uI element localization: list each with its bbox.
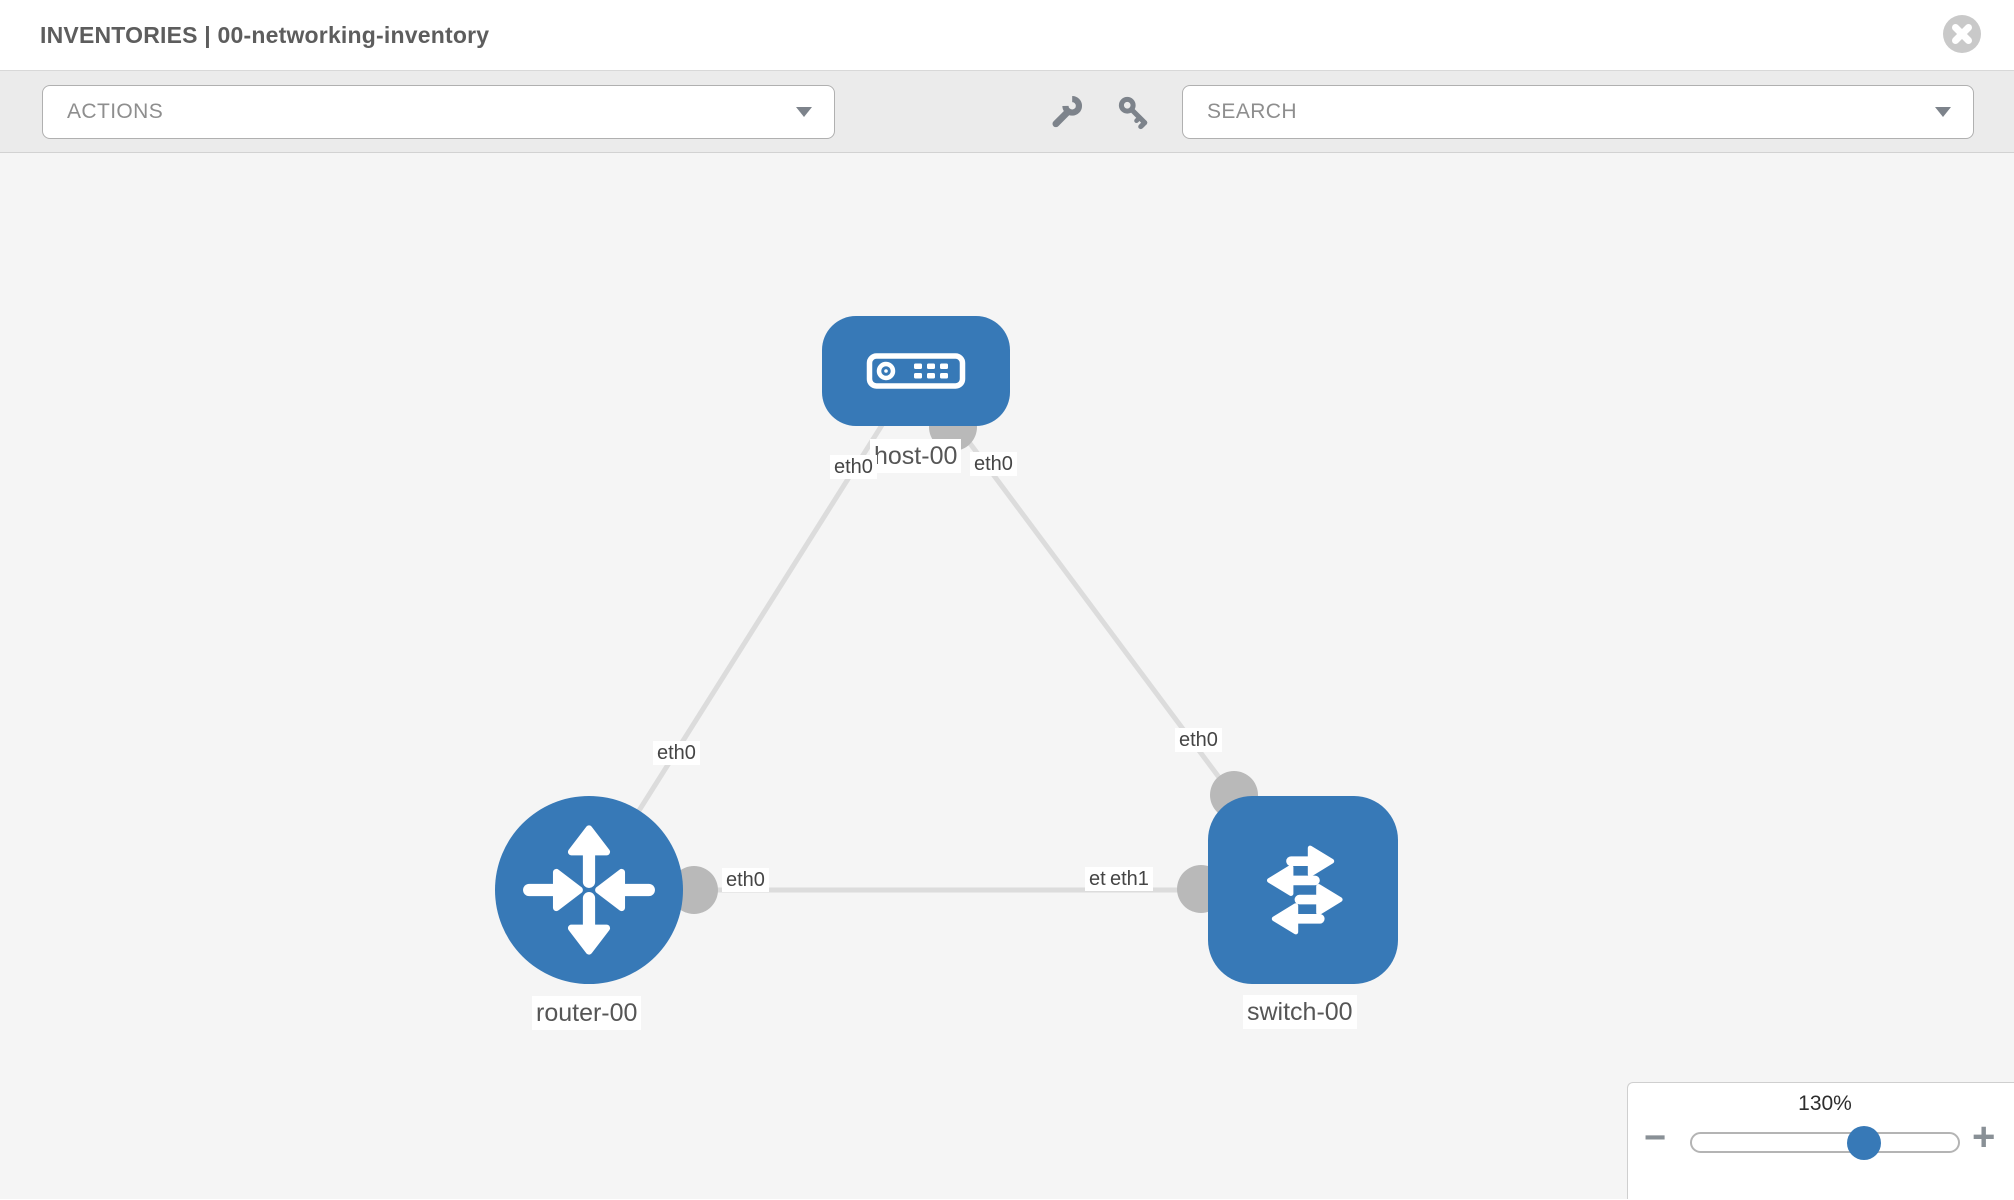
key-icon	[1118, 96, 1148, 130]
interface-label-mid-eth1: eth1	[1106, 867, 1153, 891]
chevron-down-icon	[796, 107, 812, 117]
page-header: INVENTORIES | 00-networking-inventory	[0, 0, 2014, 71]
interface-label-switch-link-eth0: eth0	[1175, 728, 1222, 752]
search-dropdown[interactable]: SEARCH	[1182, 85, 1974, 139]
zoom-slider-handle[interactable]	[1847, 1126, 1881, 1160]
zoom-control-panel: 130% − +	[1627, 1082, 2014, 1199]
key-tool-button[interactable]	[1116, 94, 1152, 130]
zoom-slider[interactable]	[1690, 1132, 1960, 1153]
interface-label-mid-eth0: eth0	[722, 868, 769, 892]
node-label-switch-00[interactable]: switch-00	[1243, 995, 1357, 1029]
node-label-host-00[interactable]: host-00	[870, 439, 962, 473]
zoom-out-button[interactable]: −	[1644, 1117, 1667, 1159]
topology-canvas[interactable]: host-00 router-00 switch-00 eth0 eth0 et…	[0, 153, 2014, 1199]
search-dropdown-label: SEARCH	[1207, 100, 1297, 123]
wrench-icon	[1052, 95, 1083, 128]
node-label-router-00[interactable]: router-00	[532, 996, 642, 1030]
interface-label-router-link-eth0: eth0	[653, 741, 700, 765]
chevron-down-icon	[1935, 107, 1951, 117]
server-icon	[866, 353, 966, 389]
node-router-00[interactable]	[495, 796, 683, 984]
toolbar: ACTIONS SEARCH	[0, 71, 2014, 153]
close-icon	[1943, 15, 1981, 53]
topology-links	[586, 369, 1306, 893]
actions-dropdown[interactable]: ACTIONS	[42, 85, 835, 139]
zoom-level-label: 130%	[1798, 1092, 1852, 1115]
interface-label-host-eth0-right: eth0	[970, 452, 1017, 476]
interface-label-host-eth0-left: eth0	[830, 455, 877, 479]
router-arrows-icon	[523, 825, 655, 955]
switch-arrows-icon	[1267, 845, 1343, 935]
close-button[interactable]	[1943, 15, 1981, 53]
actions-dropdown-label: ACTIONS	[67, 100, 164, 123]
node-switch-00[interactable]	[1208, 796, 1398, 984]
zoom-in-button[interactable]: +	[1972, 1115, 1996, 1159]
page-title: INVENTORIES | 00-networking-inventory	[40, 22, 490, 48]
node-host-00[interactable]	[822, 316, 1010, 426]
wrench-tool-button[interactable]	[1048, 94, 1084, 130]
